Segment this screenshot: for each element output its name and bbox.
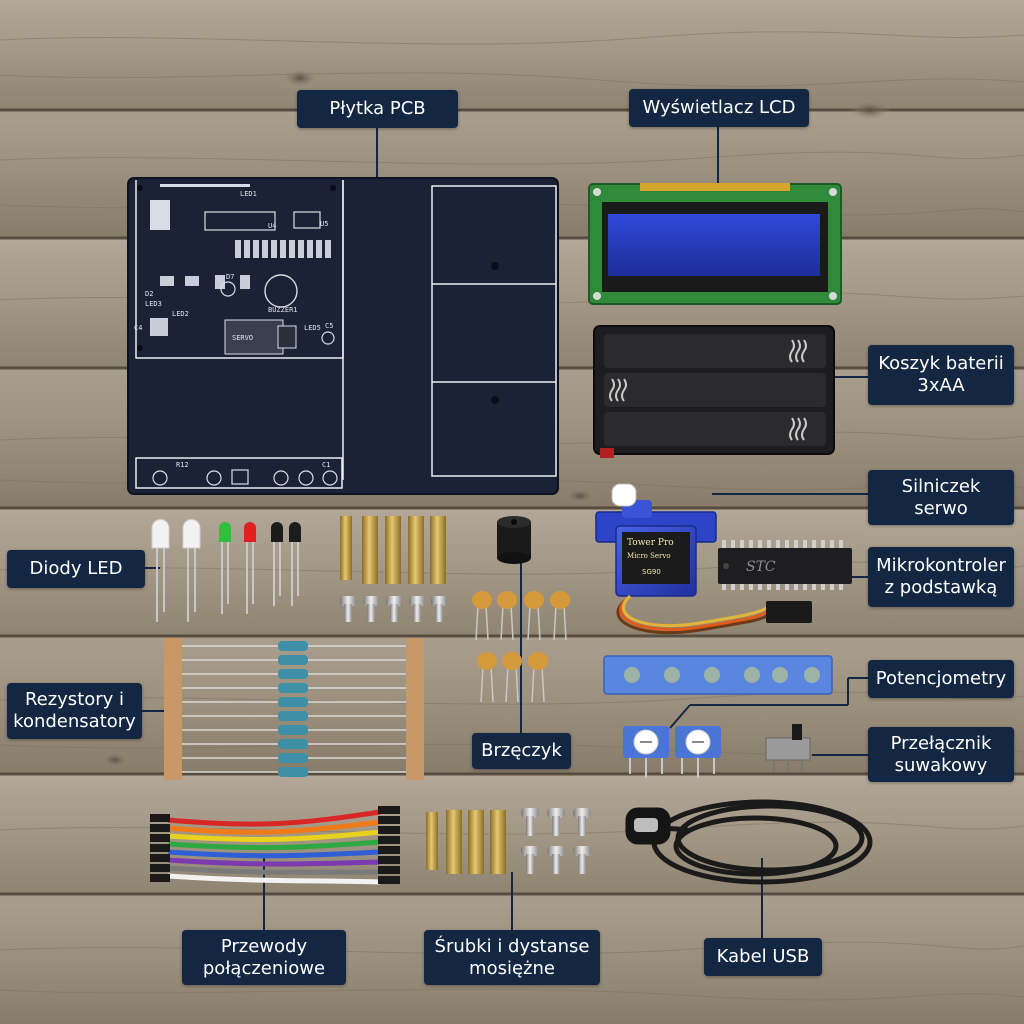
label-slide-switch: Przełącznik suwakowy — [868, 727, 1014, 782]
servo-brand: Tower Pro — [627, 538, 674, 548]
pcb-label-buzzer: BUZZER1 — [268, 306, 298, 314]
microcontroller-chip: STC — [718, 540, 852, 590]
pcb-label-led1: LED1 — [240, 190, 257, 198]
battery-holder — [593, 325, 835, 458]
mcu-marking: STC — [746, 559, 776, 575]
label-resistors-capacitors: Rezystory i kondensatory — [7, 683, 142, 739]
slide-switch — [765, 724, 811, 772]
ceramic-capacitors — [472, 591, 570, 703]
label-jumper-wires: Przewody połączeniowe — [182, 930, 346, 985]
potentiometers — [623, 726, 721, 778]
led-diodes — [151, 519, 301, 622]
label-potentiometers: Potencjometry — [868, 660, 1014, 698]
label-leds: Diody LED — [7, 550, 145, 588]
pcb-label-servo: SERVO — [232, 334, 253, 342]
label-servo: Silniczek serwo — [868, 470, 1014, 525]
blue-mounting-bracket — [603, 655, 833, 695]
pcb-label-c5: C5 — [325, 322, 333, 330]
label-microcontroller: Mikrokontroler z podstawką — [868, 547, 1014, 607]
servo-model: Micro Servo — [627, 552, 671, 560]
label-buzzer: Brzęczyk — [472, 733, 571, 769]
brass-spacers-bottom — [426, 808, 591, 874]
resistor-strip — [164, 638, 424, 780]
pcb-label-led3: LED3 — [145, 300, 162, 308]
buzzer-component — [497, 516, 531, 564]
servo-motor: Tower Pro Micro Servo SG90 — [595, 483, 812, 635]
usb-cable — [625, 799, 873, 885]
label-lcd: Wyświetlacz LCD — [629, 89, 809, 127]
servo-code: SG90 — [642, 568, 661, 576]
pcb-label-led2: LED2 — [172, 310, 189, 318]
label-screws-spacers: Śrubki i dystanse mosiężne — [424, 930, 600, 985]
label-pcb: Płytka PCB — [297, 90, 458, 128]
brass-spacers-top — [340, 516, 447, 622]
pcb-label-u5: U5 — [320, 220, 328, 228]
pcb-label-d7: D7 — [226, 273, 234, 281]
jumper-wires — [150, 806, 400, 885]
pcb-board: LED1 U4 U5 BUZZER1 SERVO D2 D7 LED3 LED2… — [127, 177, 559, 495]
pcb-label-r12: R12 — [176, 461, 189, 469]
label-usb-cable: Kabel USB — [704, 938, 822, 976]
pcb-label-led5: LED5 — [304, 324, 321, 332]
label-battery-holder: Koszyk baterii 3xAA — [868, 345, 1014, 405]
lcd-module — [588, 183, 842, 305]
leader-lines — [142, 127, 868, 938]
pcb-label-d2: D2 — [145, 290, 153, 298]
pcb-label-c4: C4 — [134, 324, 142, 332]
pcb-label-u4: U4 — [268, 222, 276, 230]
pcb-label-c1: C1 — [322, 461, 330, 469]
